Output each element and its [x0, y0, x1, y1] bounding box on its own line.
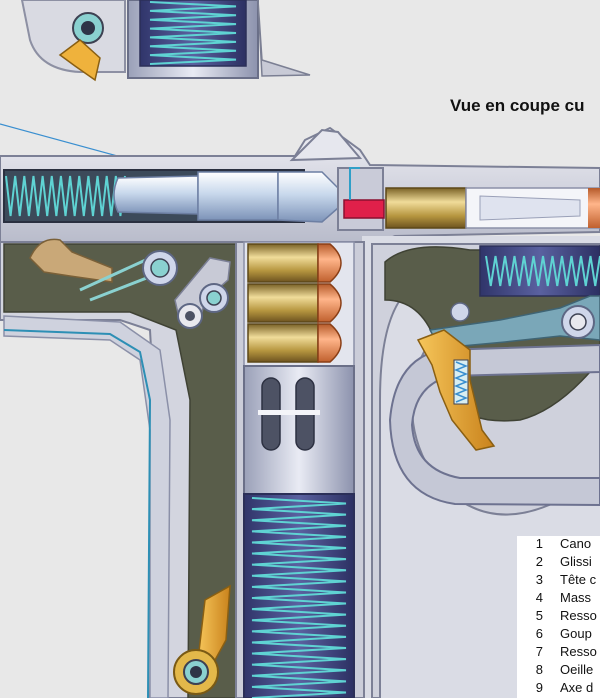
legend-number: 6 [535, 626, 543, 641]
extractor [343, 199, 385, 219]
cartridge-bullet [317, 323, 342, 363]
legend-label: Glissi [560, 554, 592, 569]
legend-label: Axe d [560, 680, 594, 695]
cartridge-case [247, 283, 319, 323]
barrel [197, 171, 279, 221]
cartridge-case [247, 323, 319, 363]
legend-number: 3 [535, 572, 543, 587]
legend-number: 5 [535, 608, 543, 623]
legend-label: Cano [560, 536, 592, 551]
parts-legend: 1 Cano 2 Glissi 3 Tête c 4 Mass 5 Resso … [517, 536, 600, 698]
slide-assembly [0, 126, 600, 250]
legend-number: 9 [535, 680, 543, 695]
legend-number: 1 [535, 536, 543, 551]
chambered-cartridge [385, 187, 467, 229]
leader-line [0, 123, 133, 161]
legend-label: Resso [560, 644, 597, 659]
legend-number: 4 [535, 590, 543, 605]
magazine [235, 241, 365, 698]
magazine-cartridges [247, 243, 342, 363]
legend-label: Oeille [560, 662, 594, 677]
trigger-group [416, 295, 600, 451]
legend-number: 7 [535, 644, 543, 659]
cartridge-case [247, 243, 319, 283]
legend-label: Tête c [560, 572, 597, 587]
hammer-group [29, 238, 231, 329]
guide-rod [113, 175, 199, 215]
legend-number: 2 [535, 554, 543, 569]
magazine-spring [251, 497, 347, 698]
front-sight [289, 128, 363, 162]
sear-spring [485, 255, 600, 287]
legend-number: 8 [535, 662, 543, 677]
legend-label: Mass [560, 590, 592, 605]
top-magazine-spring [149, 1, 237, 65]
trigger-guard [388, 343, 600, 507]
recoil-spring [5, 175, 126, 217]
diagram-title: Vue en coupe cu [450, 96, 585, 115]
hammer-icon [29, 238, 113, 283]
legend-label: Resso [560, 608, 597, 623]
top-inset [20, 0, 311, 82]
legend-label: Goup [560, 626, 592, 641]
cartridge-bullet [317, 243, 342, 283]
magazine-catch [173, 584, 231, 695]
cartridge-bullet [317, 283, 342, 323]
